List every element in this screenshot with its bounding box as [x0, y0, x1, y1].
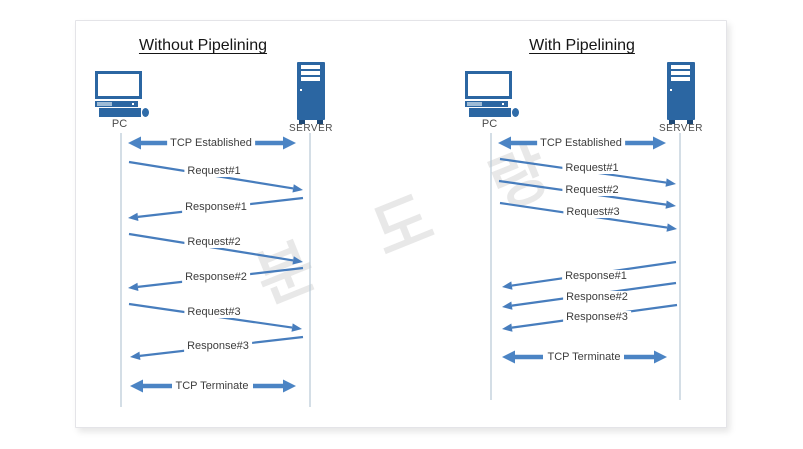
- pc-base-icon: [469, 108, 511, 117]
- arrow-request-1: [499, 157, 667, 184]
- arrow-tcp-terminate-left-head: [130, 379, 143, 393]
- server-slot: [671, 77, 690, 81]
- server-slot: [301, 71, 320, 75]
- arrow-response-3: [511, 303, 678, 329]
- arrow-response-2: [137, 266, 304, 288]
- keyboard-dot: [502, 103, 504, 105]
- server-icon: [297, 62, 325, 124]
- keyboard-slot: [97, 102, 112, 106]
- arrow-tcp-established-right-head: [653, 136, 666, 150]
- arrow-request-1-head: [665, 178, 676, 187]
- panel-title: Without Pipelining: [138, 37, 268, 54]
- arrow-response-2-head: [128, 282, 139, 292]
- arrow-tcp-established-left-head: [498, 136, 511, 150]
- arrow-request-1: [128, 160, 294, 190]
- arrow-request-1-head: [292, 184, 303, 193]
- arrow-request-3: [128, 302, 293, 329]
- pc-icon: [95, 71, 153, 121]
- arrow-response-1: [511, 260, 677, 287]
- arrow-tcp-terminate-left-head: [502, 350, 515, 364]
- arrow-response-3: [139, 335, 304, 357]
- server-slot: [671, 65, 690, 69]
- arrow-response-2: [511, 281, 677, 307]
- arrow-request-3: [499, 201, 668, 229]
- server-foot: [299, 120, 305, 124]
- arrow-tcp-terminate-right-head: [654, 350, 667, 364]
- server-foot: [687, 120, 693, 124]
- server-led: [300, 89, 302, 91]
- arrow-request-2-head: [292, 256, 303, 265]
- arrow-tcp-established-left-head: [128, 136, 141, 150]
- monitor-icon: [95, 71, 142, 99]
- server-foot: [317, 120, 323, 124]
- panel-title: With Pipelining: [529, 37, 635, 54]
- pc-label: PC: [481, 118, 498, 130]
- pc-icon: [465, 71, 523, 121]
- server-icon: [667, 62, 695, 124]
- server-label: SERVER: [289, 123, 333, 134]
- server-led: [670, 89, 672, 91]
- mouse-icon: [512, 108, 519, 117]
- server-slot: [301, 65, 320, 69]
- keyboard-icon: [465, 101, 508, 107]
- server-slot: [301, 77, 320, 81]
- server-label: SERVER: [659, 123, 703, 134]
- arrow-response-1-head: [502, 281, 513, 290]
- arrow-response-3-head: [502, 323, 513, 332]
- arrow-response-2-head: [502, 301, 513, 310]
- arrow-request-3-head: [666, 223, 677, 232]
- arrow-tcp-established-right-head: [283, 136, 296, 150]
- pc-base-icon: [99, 108, 141, 117]
- arrow-request-2: [128, 232, 294, 262]
- arrow-response-1-head: [128, 212, 139, 222]
- arrow-request-3-head: [291, 323, 302, 332]
- server-foot: [669, 120, 675, 124]
- mouse-icon: [142, 108, 149, 117]
- arrow-tcp-terminate-right-head: [283, 379, 296, 393]
- keyboard-icon: [95, 101, 138, 107]
- server-slot: [671, 71, 690, 75]
- arrow-request-2: [498, 179, 667, 206]
- keyboard-dot: [132, 103, 134, 105]
- arrow-response-3-head: [130, 351, 141, 361]
- arrow-response-1: [137, 196, 304, 218]
- arrow-request-2-head: [665, 200, 676, 209]
- pc-label: PC: [111, 118, 128, 130]
- monitor-icon: [465, 71, 512, 99]
- keyboard-slot: [467, 102, 482, 106]
